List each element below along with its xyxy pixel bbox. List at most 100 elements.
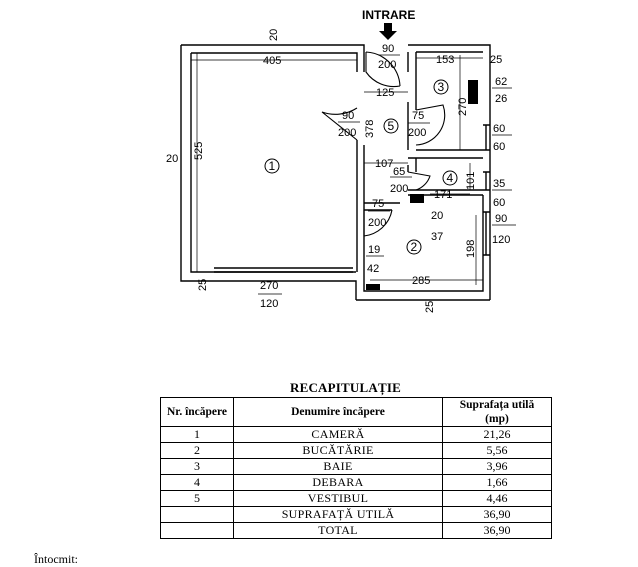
dimension-labels: 20 405 20 525 25 270 120 90 200 125 153 … bbox=[166, 29, 510, 313]
kitchen-window bbox=[483, 211, 490, 256]
dim-window-bath-w: 60 bbox=[493, 123, 505, 135]
room-1-number: 1 bbox=[269, 159, 276, 173]
row-nr: 2 bbox=[160, 442, 234, 459]
row-area: 5,56 bbox=[442, 442, 552, 459]
dim-right-wall-top: 25 bbox=[490, 54, 502, 66]
row-nr: 4 bbox=[160, 474, 234, 491]
dim-bottom-wall-right: 25 bbox=[424, 301, 436, 313]
useful-total-value: 36,90 bbox=[442, 506, 552, 523]
table-row: 5 VESTIBUL 4,46 bbox=[160, 490, 552, 507]
kitchen-vent-bottom bbox=[366, 284, 380, 290]
header-nr: Nr. încăpere bbox=[160, 397, 234, 427]
dim-vent-bath-w: 62 bbox=[495, 76, 507, 88]
useful-total-row: SUPRAFAȚĂ UTILĂ 36,90 bbox=[160, 506, 552, 523]
storage-walls bbox=[407, 158, 483, 196]
kitchen-walls bbox=[356, 195, 490, 301]
dimension-lines bbox=[190, 52, 483, 285]
dim-door-storage-w: 65 bbox=[393, 166, 405, 178]
room-4-number: 4 bbox=[447, 171, 454, 185]
row-nr: 3 bbox=[160, 458, 234, 475]
room-2-number: 2 bbox=[411, 240, 418, 254]
dim-door-kitchen-h: 200 bbox=[368, 217, 386, 229]
dim-door-bath-w: 75 bbox=[412, 110, 424, 122]
floor-plan: INTRARE 1 2 3 4 5 bbox=[166, 8, 516, 313]
dim-height-storage: 101 bbox=[465, 172, 477, 190]
dim-door-room1-h: 200 bbox=[338, 127, 356, 139]
dim-width-corridor-top: 125 bbox=[376, 87, 394, 99]
bath-walls bbox=[407, 52, 483, 159]
dim-height-kitchen: 198 bbox=[465, 240, 477, 258]
doors bbox=[321, 51, 446, 237]
dim-window-storage-h: 60 bbox=[493, 197, 505, 209]
row-nr: 5 bbox=[160, 490, 234, 507]
dim-bottom-wall-left: 25 bbox=[197, 279, 209, 291]
room-2-marker bbox=[406, 239, 422, 255]
dim-corridor-width-mid: 107 bbox=[375, 158, 393, 170]
partition-vestibul-kitchen bbox=[364, 202, 400, 211]
dim-left-wall: 20 bbox=[166, 153, 178, 165]
empty-cell bbox=[160, 506, 234, 523]
dim-vent-kitchen2-w: 19 bbox=[368, 244, 380, 256]
room-5-number: 5 bbox=[388, 119, 395, 133]
dim-top-wall: 20 bbox=[268, 29, 280, 41]
total-value: 36,90 bbox=[442, 522, 552, 539]
table-row: 1 CAMERĂ 21,26 bbox=[160, 426, 552, 443]
room-3-marker bbox=[433, 79, 449, 95]
dim-window-bath-h: 60 bbox=[493, 141, 505, 153]
prepared-by-label: Întocmit: bbox=[34, 552, 78, 566]
room1-outer-wall bbox=[180, 44, 365, 300]
dim-vent-bath-h: 26 bbox=[495, 93, 507, 105]
row-area: 1,66 bbox=[442, 474, 552, 491]
total-label: TOTAL bbox=[233, 522, 443, 539]
row-name: CAMERĂ bbox=[233, 426, 443, 443]
table-row: 4 DEBARA 1,66 bbox=[160, 474, 552, 491]
walls bbox=[180, 44, 491, 301]
room1-window bbox=[214, 267, 353, 273]
bath-window bbox=[483, 124, 490, 151]
dim-bath-inner: 270 bbox=[457, 98, 469, 116]
dim-vestibul-depth: 378 bbox=[364, 120, 376, 138]
room-3-number: 3 bbox=[438, 80, 445, 94]
total-row: TOTAL 36,90 bbox=[160, 522, 552, 539]
dim-window-kitchen-h: 120 bbox=[492, 234, 510, 246]
dim-window-room1-w: 270 bbox=[260, 280, 278, 292]
dim-door-bath-h: 200 bbox=[408, 127, 426, 139]
recap-table: Nr. încăpere Denumire încăpere Suprafața… bbox=[160, 397, 552, 539]
row-name: DEBARA bbox=[233, 474, 443, 491]
useful-total-label: SUPRAFAȚĂ UTILĂ bbox=[233, 506, 443, 523]
row-name: VESTIBUL bbox=[233, 490, 443, 507]
room-4-marker bbox=[442, 170, 458, 186]
dim-door-entrance-w: 90 bbox=[382, 43, 394, 55]
room-5-marker bbox=[383, 118, 399, 134]
fraction-bars bbox=[258, 54, 516, 295]
header-area: Suprafața utilă (mp) bbox=[442, 397, 552, 427]
dim-door-entrance-h: 200 bbox=[378, 59, 396, 71]
storage-door bbox=[407, 171, 431, 191]
kitchen-vent-top bbox=[410, 194, 424, 203]
top-wall-right bbox=[408, 44, 491, 300]
recap-title: RECAPITULAȚIE bbox=[290, 380, 401, 395]
recap-header-row: Nr. încăpere Denumire încăpere Suprafața… bbox=[160, 397, 552, 427]
dim-door-room1-w: 90 bbox=[342, 110, 354, 122]
row-area: 21,26 bbox=[442, 426, 552, 443]
row-area: 4,46 bbox=[442, 490, 552, 507]
dim-window-storage-w: 35 bbox=[493, 178, 505, 190]
kitchen-door bbox=[363, 209, 393, 237]
dim-vent-kitchen-h: 37 bbox=[431, 231, 443, 243]
dim-door-kitchen-w: 75 bbox=[372, 198, 384, 210]
dim-vent-kitchen2-h: 42 bbox=[367, 263, 379, 275]
storage-window bbox=[483, 171, 490, 191]
entrance-door bbox=[365, 51, 401, 88]
empty-cell bbox=[160, 522, 234, 539]
dim-width-storage: 171 bbox=[434, 189, 452, 201]
dim-width-kitchen: 285 bbox=[412, 275, 430, 287]
dim-height-room1: 525 bbox=[193, 142, 205, 160]
entrance-label: INTRARE bbox=[362, 8, 415, 22]
bath-vent bbox=[468, 80, 478, 104]
partition-room1-vestibul bbox=[356, 140, 365, 272]
dim-window-kitchen-w: 90 bbox=[495, 213, 507, 225]
room-1-marker bbox=[264, 158, 280, 174]
header-name: Denumire încăpere bbox=[233, 397, 443, 427]
row-name: BAIE bbox=[233, 458, 443, 475]
entrance-arrow-icon bbox=[379, 23, 397, 40]
